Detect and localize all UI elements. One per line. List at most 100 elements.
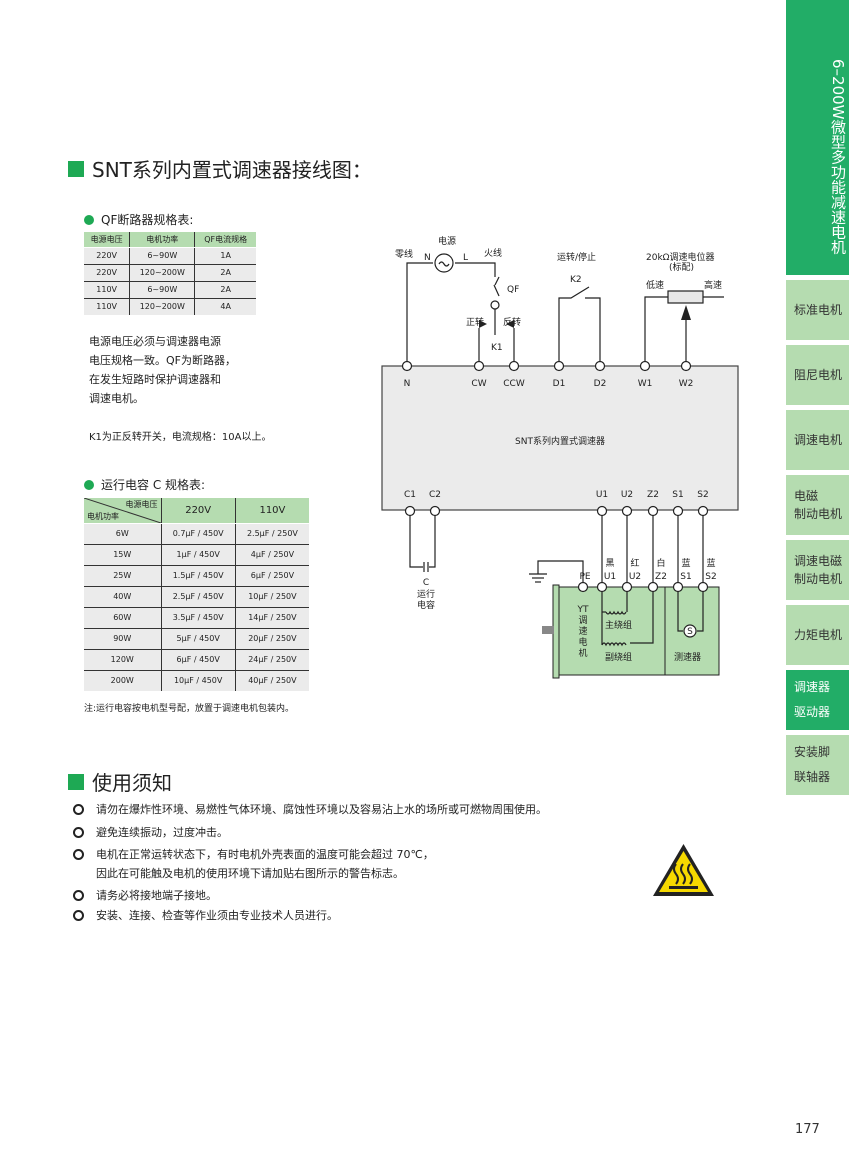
terminal-label: Z2 <box>647 490 659 500</box>
cell: 120~200W <box>129 264 196 282</box>
sidebar-item-active[interactable]: 调速器 驱动器 <box>786 670 849 730</box>
page-number: 177 <box>795 1122 820 1137</box>
cell: 15W <box>84 544 162 566</box>
circle-bullet-icon <box>73 827 84 838</box>
section-title: 使用须知 <box>92 771 172 795</box>
cell: 5μF / 450V <box>161 628 236 650</box>
cell: 3.5μF / 450V <box>161 607 236 629</box>
cell: 1.5μF / 450V <box>161 565 236 587</box>
th: 电源电压 <box>84 232 131 248</box>
cell: 6μF / 450V <box>161 649 236 671</box>
sidebar-item[interactable]: 电磁 制动电机 <box>786 475 849 535</box>
notice-text: 安装、连接、检查等作业须由专业技术人员进行。 <box>96 909 338 922</box>
sidebar-item[interactable]: 标准电机 <box>786 280 849 340</box>
cell: 6μF / 250V <box>235 565 309 587</box>
wire-color-label: 蓝 <box>681 557 690 569</box>
th: 电机功率 <box>129 232 196 248</box>
terminal-label: C2 <box>429 490 441 500</box>
terminal-label: N <box>404 379 411 389</box>
motor-label: 电 <box>578 636 587 648</box>
cell: 6~90W <box>129 281 196 299</box>
l-label: L <box>463 253 468 263</box>
corner-top: 电源电压 <box>125 500 158 509</box>
section-heading: SNT系列内置式调速器接线图： <box>68 154 372 183</box>
fwd-label: 正转 <box>466 316 484 328</box>
qf-notes: 电源电压必须与调速器电源电压规格一致。QF为断路器，在发生短路时保护调速器和调速… <box>89 332 236 408</box>
sidebar-item[interactable]: 调速电机 <box>786 410 849 470</box>
terminal-icon <box>429 505 441 517</box>
cell: 2A <box>194 264 256 282</box>
motor-terminal-label: S1 <box>680 572 691 582</box>
cell: 0.7μF / 450V <box>161 523 236 545</box>
th: QF电流规格 <box>194 232 256 248</box>
cell: 4A <box>194 298 256 316</box>
cap-c-label: C <box>423 578 429 588</box>
cell: 40W <box>84 586 162 608</box>
terminal-label: S1 <box>672 490 683 500</box>
motor-label: YT <box>577 605 589 615</box>
terminal-label: U2 <box>621 490 633 500</box>
motor-terminal-label: U2 <box>629 572 641 582</box>
cell: 220V <box>84 264 131 282</box>
sidebar-item[interactable]: 阻尼电机 <box>786 345 849 405</box>
cell: 2A <box>194 281 256 299</box>
terminal-label: U1 <box>596 490 608 500</box>
cell: 20μF / 250V <box>235 628 309 650</box>
cap-note: 注:运行电容按电机型号配，放置于调速电机包装内。 <box>84 704 295 714</box>
cap-subheading: 运行电容 C 规格表: <box>84 476 205 493</box>
terminal-label: D1 <box>553 379 566 389</box>
cell: 14μF / 250V <box>235 607 309 629</box>
cell: 10μF / 250V <box>235 586 309 608</box>
green-square-icon <box>68 773 84 790</box>
terminal-icon <box>672 581 684 593</box>
motor-terminal-label: Z2 <box>655 572 667 582</box>
cell: 2.5μF / 450V <box>161 586 236 608</box>
motor-label: 速 <box>578 626 587 637</box>
wire-color-label: 白 <box>656 557 665 569</box>
cell: 6W <box>84 523 162 545</box>
sidebar-item[interactable]: 调速电磁 制动电机 <box>786 540 849 600</box>
hot-surface-warning-icon <box>653 844 714 896</box>
cell: 220V <box>84 247 131 265</box>
circle-bullet-icon <box>73 890 84 901</box>
section-heading: 使用须知 <box>68 767 172 796</box>
notice-text: 请务必将接地端子接地。 <box>96 889 217 902</box>
sidebar-item[interactable]: 安装脚 联轴器 <box>786 735 849 795</box>
cell: 60W <box>84 607 162 629</box>
cell: 90W <box>84 628 162 650</box>
terminal-icon <box>672 505 684 517</box>
power-label: 电源 <box>438 235 456 247</box>
cell: 24μF / 250V <box>235 649 309 671</box>
cell: 6~90W <box>129 247 196 265</box>
cell: 25W <box>84 565 162 587</box>
corner-cell: 电源电压电机功率 <box>84 498 162 524</box>
green-square-icon <box>68 160 84 177</box>
qf-label: QF <box>507 285 519 295</box>
notice-item: 请务必将接地端子接地。 <box>73 886 217 905</box>
cell: 120W <box>84 649 162 671</box>
aux-winding-label: 副绕组 <box>605 651 632 663</box>
wire-color-label: 黑 <box>605 558 614 569</box>
terminal-icon <box>596 505 608 517</box>
terminal-icon <box>639 360 651 372</box>
cell: 2.5μF / 250V <box>235 523 309 545</box>
motor-terminal-label: PE <box>579 572 590 582</box>
cell: 10μF / 450V <box>161 670 236 692</box>
terminal-icon <box>401 360 413 372</box>
terminal-icon <box>577 581 589 593</box>
cap-label: 电容 <box>417 599 435 611</box>
cell: 110V <box>84 281 131 299</box>
controller-label: SNT系列内置式调速器 <box>515 435 605 447</box>
corner-bottom: 电机功率 <box>87 511 119 521</box>
tach-label: 测速器 <box>674 652 701 663</box>
note-line: 电压规格一致。QF为断路器， <box>89 354 236 367</box>
terminal-label: D2 <box>594 379 607 389</box>
sidebar-item[interactable]: 力矩电机 <box>786 605 849 665</box>
sidebar-category[interactable]: 6–200W微型多功能减速电机 <box>786 0 849 275</box>
